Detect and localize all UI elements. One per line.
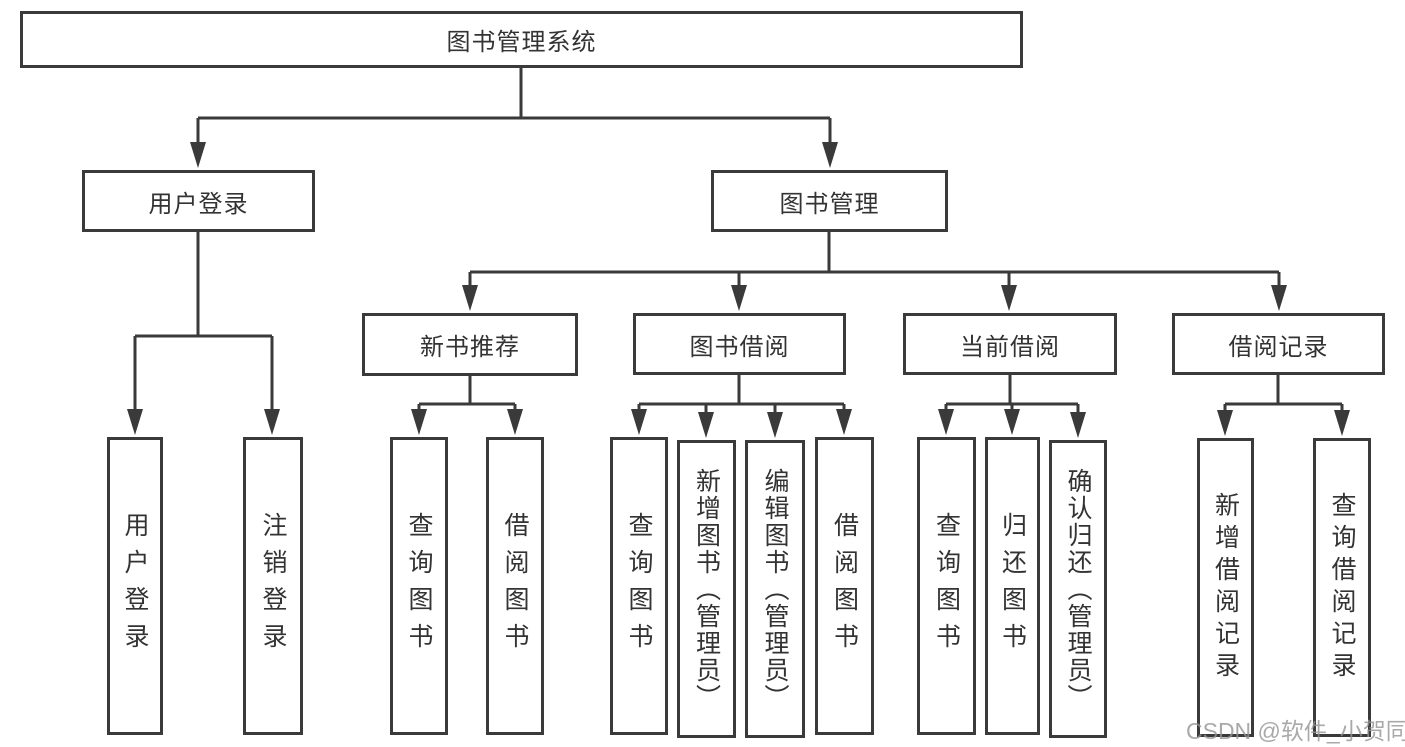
arrowhead bbox=[264, 409, 280, 435]
edge-book-borrow-to-children bbox=[637, 375, 846, 420]
edge-borrow-record-to-children bbox=[1223, 375, 1344, 420]
leaf-add-books-admin: 新增图书（管理员） bbox=[677, 440, 736, 738]
edge-current-borrow-to-children bbox=[944, 375, 1080, 420]
leaf-query-books-current: 查询图书 bbox=[917, 437, 976, 735]
arrowhead bbox=[1070, 412, 1086, 438]
arrowhead bbox=[731, 285, 747, 311]
arrowhead bbox=[1004, 409, 1020, 435]
leaf-query-books-borrow: 查询图书 bbox=[610, 437, 668, 735]
edge-new-book-to-children bbox=[417, 376, 517, 420]
edge-user-login-to-children bbox=[133, 232, 274, 418]
leaf-logout: 注销登录 bbox=[243, 437, 303, 735]
leaf-confirm-return-admin: 确认归还（管理员） bbox=[1049, 440, 1107, 738]
arrowhead bbox=[1001, 285, 1017, 311]
arrowhead bbox=[1334, 410, 1350, 436]
node-book-management-branch: 图书管理 bbox=[711, 170, 948, 232]
node-user-login-branch: 用户登录 bbox=[82, 170, 315, 232]
leaf-borrow-books: 借阅图书 bbox=[815, 437, 874, 735]
arrowhead bbox=[1217, 410, 1233, 436]
node-borrowing-records: 借阅记录 bbox=[1172, 313, 1385, 375]
arrowhead bbox=[938, 409, 954, 435]
arrowhead bbox=[507, 409, 523, 435]
arrowhead bbox=[462, 285, 478, 311]
leaf-user-login: 用户登录 bbox=[107, 437, 163, 735]
node-current-borrowing: 当前借阅 bbox=[903, 313, 1117, 375]
arrowhead bbox=[1271, 285, 1287, 311]
arrowhead bbox=[698, 412, 714, 438]
node-book-borrowing: 图书借阅 bbox=[633, 313, 846, 375]
edge-root-to-level1 bbox=[196, 68, 832, 152]
arrowhead bbox=[822, 142, 838, 168]
leaf-query-borrow-record: 查询借阅记录 bbox=[1313, 438, 1371, 737]
arrowhead bbox=[190, 142, 206, 168]
leaf-add-borrow-record: 新增借阅记录 bbox=[1197, 438, 1254, 737]
leaf-edit-books-admin: 编辑图书（管理员） bbox=[745, 440, 805, 738]
edge-book-management-to-children bbox=[468, 232, 1281, 294]
arrowhead bbox=[836, 409, 852, 435]
arrowhead bbox=[631, 409, 647, 435]
arrowhead bbox=[411, 409, 427, 435]
node-new-book-recommendation: 新书推荐 bbox=[362, 313, 578, 376]
leaf-query-books-recommend: 查询图书 bbox=[390, 437, 448, 735]
node-library-management-system: 图书管理系统 bbox=[20, 11, 1023, 68]
arrowhead bbox=[127, 409, 143, 435]
arrowhead bbox=[767, 412, 783, 438]
leaf-return-books: 归还图书 bbox=[985, 437, 1040, 735]
leaf-borrow-books-recommend: 借阅图书 bbox=[486, 437, 544, 735]
